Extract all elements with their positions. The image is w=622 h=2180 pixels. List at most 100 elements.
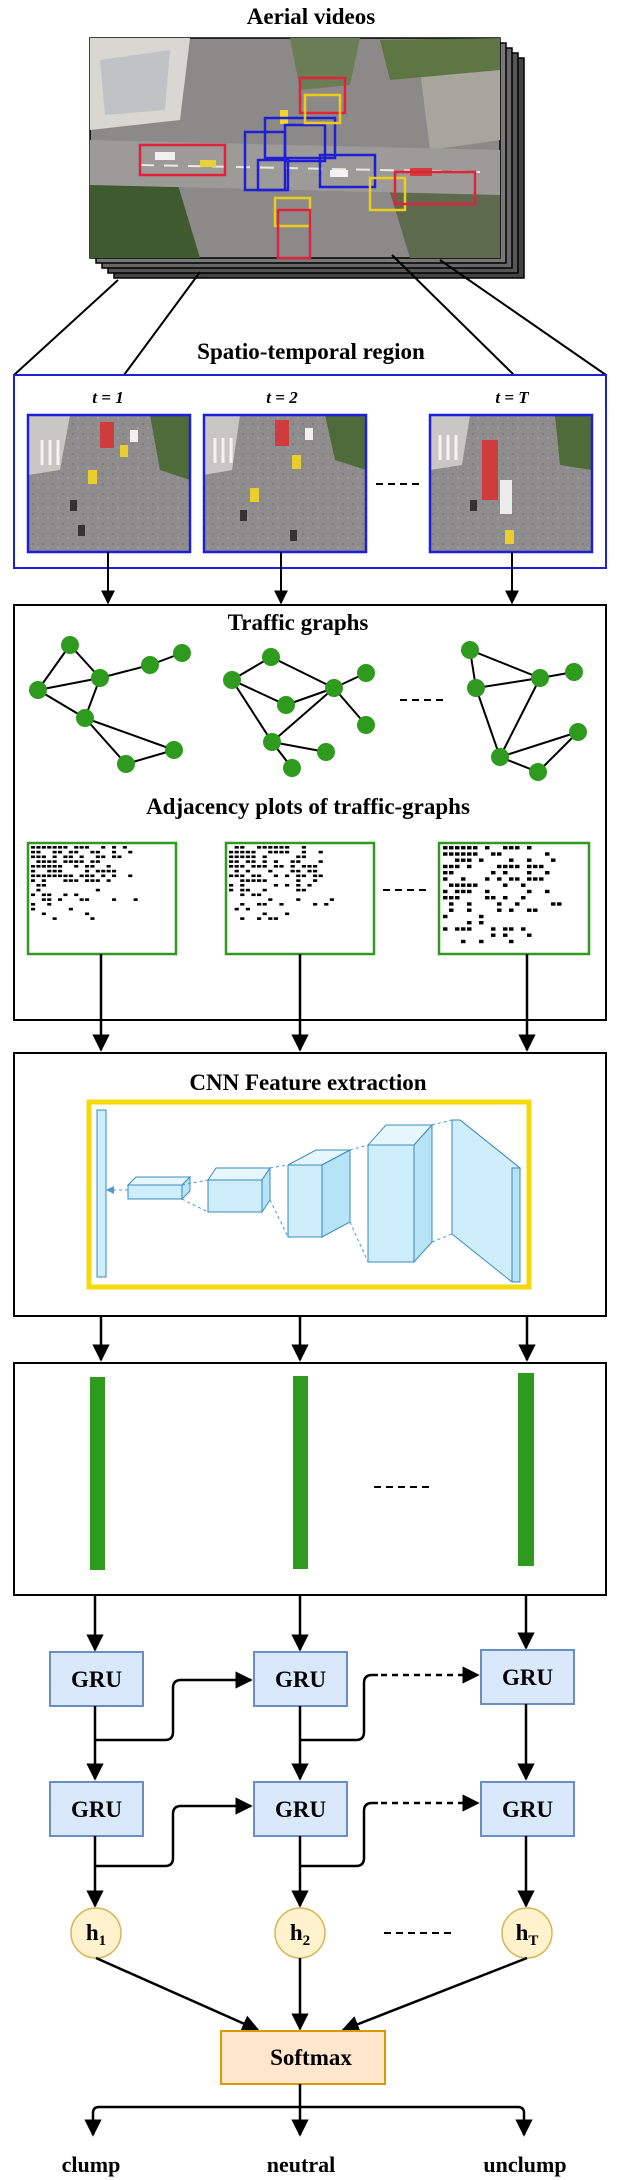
adjacency-cell [307, 884, 312, 887]
adjacency-cell [36, 855, 41, 859]
adjacency-cell [509, 939, 514, 944]
aerial-video-frame [89, 37, 501, 260]
adjacency-cell [257, 874, 262, 878]
adjacency-cell [245, 907, 250, 911]
hidden-state-subscript: T [528, 1933, 538, 1949]
adjacency-cell [491, 933, 496, 937]
adjacency-cell [47, 846, 52, 849]
adjacency-cell [245, 850, 250, 854]
gru-layer-2-connections [86, 1794, 535, 1908]
adjacency-cell [491, 927, 496, 931]
adjacency-cell [95, 850, 100, 854]
adjacency-cell [455, 852, 460, 856]
adjacency-cell [473, 846, 478, 850]
adjacency-cell [491, 871, 496, 875]
traffic-graphs-title: Traffic graphs [228, 610, 369, 635]
adjacency-cell [273, 884, 278, 887]
adjacency-cell [79, 846, 84, 849]
adjacency-cell [533, 864, 538, 869]
adjacency-cell [229, 855, 234, 859]
gru-layer-1-connections [86, 1666, 535, 1781]
gru-cell-2-T [480, 1781, 575, 1837]
adjacency-cell [296, 874, 301, 878]
adjacency-cell [74, 879, 79, 882]
adjacency-cell [36, 860, 41, 863]
adjacency-cell [47, 903, 52, 906]
adjacency-cell [31, 855, 36, 859]
adjacency-cell [296, 898, 301, 901]
adjacency-cell [443, 889, 448, 894]
adjacency-cell [36, 846, 41, 849]
adjacency-cell [443, 871, 448, 875]
adjacency-cell [515, 902, 520, 906]
adjacency-cell [497, 877, 502, 881]
adjacency-cell [52, 869, 57, 873]
adjacency-cell [461, 939, 466, 944]
adjacency-cell [63, 879, 68, 882]
adjacency-cell [251, 879, 256, 882]
adjacency-cell [329, 898, 334, 901]
adjacency-cell [461, 852, 466, 856]
adjacency-cell [485, 896, 490, 900]
adjacency-cell [551, 858, 556, 862]
adjacency-cell [245, 869, 250, 873]
adjacency-cell [551, 902, 556, 906]
aerial-videos-title: Aerial videos [247, 4, 375, 29]
adjacency-cell [79, 898, 84, 901]
gru-cell-2-1 [49, 1781, 144, 1837]
adjacency-cell [449, 871, 454, 875]
output-class-clump: clump [62, 2152, 121, 2177]
adjacency-cell [296, 888, 301, 892]
adjacency-cell [443, 852, 448, 856]
projection-lines [13, 254, 607, 376]
adjacency-cell [461, 877, 466, 881]
softmax-output-arrows [84, 2084, 533, 2137]
adjacency-cell [515, 877, 520, 881]
hidden-state-label: h [86, 1920, 99, 1945]
adjacency-cell [296, 879, 301, 882]
region-frame-tT [428, 413, 594, 554]
adjacency-cell [467, 852, 472, 856]
adjacency-cell [491, 852, 496, 856]
adjacency-cell [31, 846, 36, 849]
adjacency-cell [503, 896, 508, 900]
adjacency-cell [262, 912, 267, 916]
adjacency-cell [240, 850, 245, 854]
adjacency-cell [455, 896, 460, 900]
adjacency-cell [539, 864, 544, 869]
adjacency-cell [36, 874, 41, 878]
gru-label: GRU [502, 1665, 554, 1690]
adjacency-cell [257, 865, 262, 868]
adjacency-cell [301, 846, 306, 849]
adjacency-cell [36, 884, 41, 887]
adjacency-cell [503, 933, 508, 937]
adjacency-cell [229, 888, 234, 892]
adjacency-cell [503, 927, 508, 931]
cnn-input-arrowhead [106, 1186, 114, 1194]
adjacency-cell [128, 850, 133, 854]
adjacency-cell [47, 869, 52, 873]
adjacency-cell [240, 903, 245, 906]
adjacency-cell [257, 879, 262, 882]
adjacency-cell [234, 855, 239, 859]
adjacency-cell [52, 850, 57, 854]
adjacency-cell [229, 884, 234, 887]
adjacency-cell [285, 874, 290, 878]
adjacency-cell [285, 850, 290, 854]
adjacency-cell [79, 860, 84, 863]
adjacency-cell [521, 883, 526, 887]
adjacency-cell [112, 869, 117, 873]
adjacency-cell [455, 927, 460, 931]
adjacency-cell [527, 871, 532, 875]
gru-cell-1-T [480, 1649, 575, 1705]
adjacency-cell [509, 858, 514, 862]
adjacency-cell [240, 888, 245, 892]
adjacency-cell [101, 874, 106, 878]
adjacency-cell [68, 879, 73, 882]
gru-cell-1-1 [49, 1651, 144, 1707]
adjacency-cell [90, 865, 95, 868]
adjacency-cell [527, 908, 532, 912]
region-to-graph-arrows [101, 552, 519, 605]
adjacency-cell [318, 860, 323, 863]
adjacency-cell [262, 860, 267, 863]
